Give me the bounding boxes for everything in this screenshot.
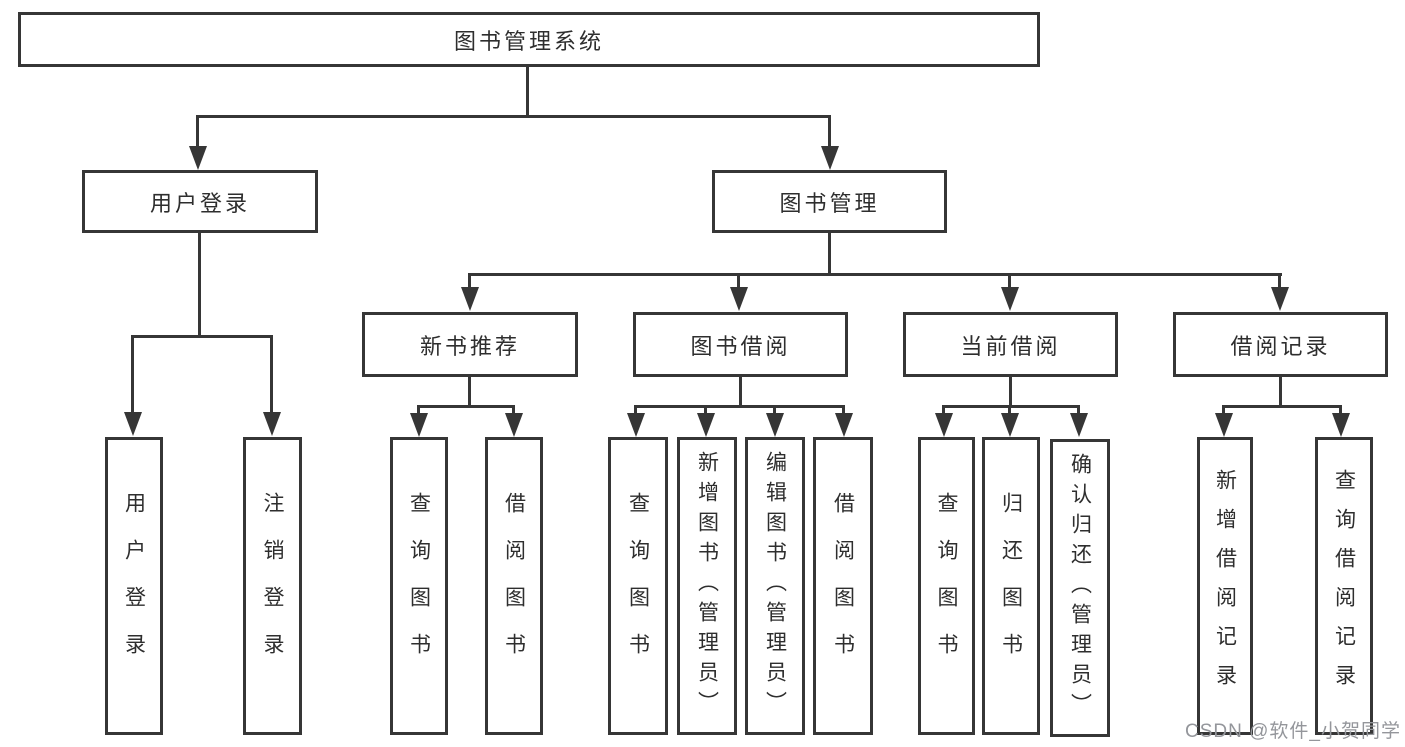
arrow-down-icon — [1332, 413, 1350, 437]
arrow-down-icon — [263, 412, 281, 436]
node-label: 图书借阅 — [690, 333, 791, 359]
arrow-down-icon — [189, 146, 207, 170]
connector-line — [417, 405, 515, 408]
connector-line — [942, 405, 945, 417]
node-book-management: 图书管理 — [712, 170, 947, 233]
leaf-return-books: 归还图书 — [982, 437, 1040, 735]
leaf-query-borrow-record: 查询借阅记录 — [1315, 437, 1373, 735]
connector-line — [828, 115, 831, 148]
arrow-down-icon — [124, 412, 142, 436]
leaf-user-login: 用户登录 — [105, 437, 163, 735]
connector-line — [468, 273, 1282, 276]
arrow-down-icon — [505, 413, 523, 437]
node-borrowing-records: 借阅记录 — [1173, 312, 1388, 377]
leaf-edit-books-admin: 编辑图书（管理员） — [745, 437, 805, 735]
connector-line — [198, 233, 201, 337]
connector-line — [737, 273, 740, 289]
node-label: 归还图书 — [999, 492, 1023, 680]
connector-line — [739, 377, 742, 407]
arrow-down-icon — [835, 413, 853, 437]
arrow-down-icon — [935, 413, 953, 437]
leaf-borrow-books-recommend: 借阅图书 — [485, 437, 543, 735]
connector-line — [1008, 405, 1011, 417]
node-label: 图书管理 — [779, 190, 880, 216]
connector-line — [704, 405, 707, 417]
node-label: 新增图书（管理员） — [695, 451, 719, 721]
leaf-query-books-recommend: 查询图书 — [390, 437, 448, 735]
connector-line — [1077, 405, 1080, 417]
connector-line — [942, 405, 1080, 408]
connector-line — [1222, 405, 1342, 408]
arrow-down-icon — [1271, 287, 1289, 311]
leaf-query-books-current: 查询图书 — [918, 437, 975, 735]
leaf-add-borrow-record: 新增借阅记录 — [1197, 437, 1253, 735]
connector-line — [512, 405, 515, 417]
node-label: 当前借阅 — [960, 333, 1061, 359]
connector-line — [842, 405, 845, 417]
leaf-add-books-admin: 新增图书（管理员） — [677, 437, 737, 735]
connector-line — [634, 405, 637, 417]
node-label: 编辑图书（管理员） — [763, 451, 787, 721]
arrow-down-icon — [461, 287, 479, 311]
node-label: 用户登录 — [122, 492, 146, 680]
arrow-down-icon — [821, 146, 839, 170]
node-book-borrowing: 图书借阅 — [633, 312, 848, 377]
arrow-down-icon — [1001, 413, 1019, 437]
leaf-borrow-books-borrowing: 借阅图书 — [813, 437, 873, 735]
arrow-down-icon — [697, 413, 715, 437]
arrow-down-icon — [1001, 287, 1019, 311]
connector-line — [1339, 405, 1342, 417]
connector-line — [1279, 377, 1282, 407]
connector-line — [828, 233, 831, 275]
node-label: 确认归还（管理员） — [1068, 453, 1092, 723]
leaf-logout-login: 注销登录 — [243, 437, 302, 735]
arrow-down-icon — [730, 287, 748, 311]
arrow-down-icon — [410, 413, 428, 437]
arrow-down-icon — [1070, 413, 1088, 437]
node-library-system-root: 图书管理系统 — [18, 12, 1040, 67]
arrow-down-icon — [627, 413, 645, 437]
connector-line — [1278, 273, 1281, 289]
connector-line — [1008, 273, 1011, 289]
connector-line — [131, 335, 134, 414]
node-label: 新增借阅记录 — [1213, 469, 1237, 703]
node-label: 借阅图书 — [502, 492, 526, 680]
node-label: 注销登录 — [261, 492, 284, 680]
connector-line — [1009, 377, 1012, 407]
leaf-query-books-borrowing: 查询图书 — [608, 437, 668, 735]
node-label: 查询借阅记录 — [1332, 469, 1356, 703]
arrow-down-icon — [766, 413, 784, 437]
connector-line — [1222, 405, 1225, 417]
connector-line — [417, 405, 420, 417]
node-label: 新书推荐 — [419, 333, 520, 359]
node-label: 借阅图书 — [831, 492, 855, 680]
node-label: 借阅记录 — [1230, 333, 1331, 359]
node-current-borrowing: 当前借阅 — [903, 312, 1118, 377]
connector-line — [526, 67, 529, 117]
connector-line — [196, 115, 831, 118]
node-user-login: 用户登录 — [82, 170, 318, 233]
node-new-book-recommend: 新书推荐 — [362, 312, 578, 377]
node-label: 图书管理系统 — [453, 28, 604, 54]
leaf-confirm-return-admin: 确认归还（管理员） — [1050, 439, 1110, 737]
node-label: 查询图书 — [935, 492, 958, 680]
connector-line — [773, 405, 776, 417]
connector-line — [131, 335, 273, 338]
connector-line — [634, 405, 844, 408]
connector-line — [468, 273, 471, 289]
node-label: 查询图书 — [407, 492, 431, 680]
node-label: 用户登录 — [149, 190, 250, 216]
node-label: 查询图书 — [626, 492, 650, 680]
connector-line — [196, 115, 199, 148]
arrow-down-icon — [1215, 413, 1233, 437]
connector-line — [270, 335, 273, 414]
connector-line — [468, 377, 471, 407]
watermark: CSDN @软件_小贺同学 — [1185, 721, 1401, 742]
